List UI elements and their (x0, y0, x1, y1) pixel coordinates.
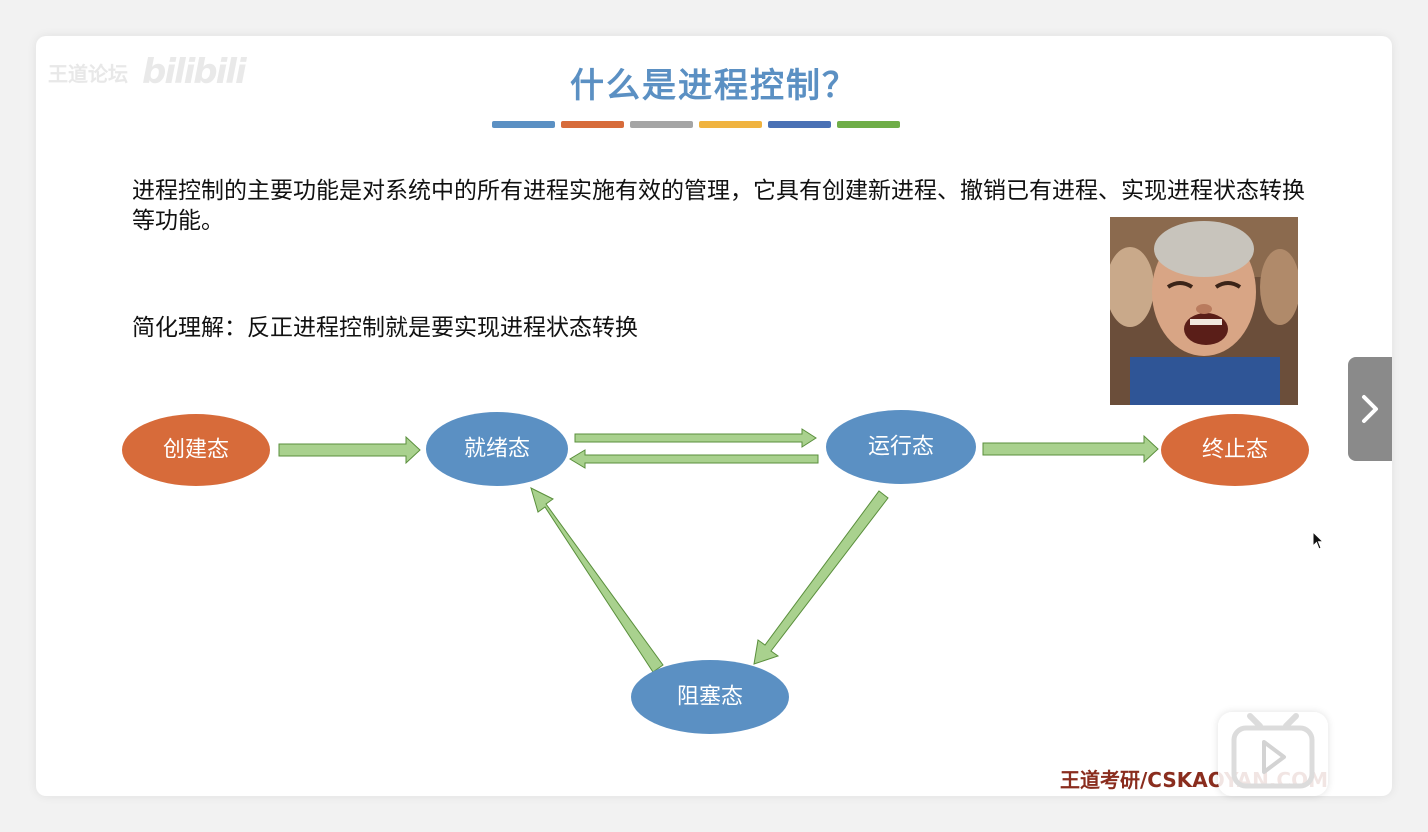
state-new-ellipse (122, 414, 270, 486)
process-state-diagram: 创建态 就绪态 运行态 终止态 阻塞态 (122, 410, 1309, 734)
slide: 王道论坛 bilibili 什么是进程控制？ 进程控制的主要功能是对系统中的所有… (36, 36, 1392, 796)
title-color-bars (492, 121, 900, 128)
slide-title: 什么是进程控制？ (570, 66, 858, 106)
arrow-running-to-ready (569, 449, 819, 469)
cursor-arrow-icon (1312, 531, 1325, 550)
color-bar-2 (561, 121, 624, 128)
arrow-running-to-blocked (753, 490, 889, 665)
watermark-text: 王道论坛 (48, 61, 128, 86)
state-terminated-label: 终止态 (1202, 438, 1268, 463)
arrow-ready-to-running (574, 428, 817, 448)
color-bar-5 (768, 121, 831, 128)
color-bar-4 (699, 121, 762, 128)
state-running-label: 运行态 (868, 435, 934, 460)
meme-image (1110, 217, 1298, 405)
arrow-new-to-ready (278, 435, 421, 465)
color-bar-1 (492, 121, 555, 128)
state-ready-ellipse (426, 412, 568, 486)
state-ready-label: 就绪态 (464, 437, 530, 462)
color-bar-3 (630, 121, 693, 128)
chevron-right-icon (1362, 395, 1378, 423)
simplified-explanation: 简化理解：反正进程控制就是要实现进程状态转换 (132, 315, 638, 341)
next-slide-button[interactable] (1348, 357, 1392, 461)
color-bar-6 (837, 121, 900, 128)
bilibili-logo: bilibili (142, 52, 247, 92)
arrow-blocked-to-ready (530, 487, 664, 673)
watermark: 王道论坛 bilibili (48, 52, 247, 92)
state-blocked-ellipse (631, 660, 789, 734)
state-new-label: 创建态 (163, 438, 229, 463)
state-terminated-ellipse (1161, 414, 1309, 486)
play-icon (1231, 713, 1315, 789)
state-blocked-label: 阻塞态 (677, 685, 743, 710)
arrow-running-to-terminated (982, 434, 1159, 464)
definition-paragraph: 进程控制的主要功能是对系统中的所有进程实施有效的管理，它具有创建新进程、撤销已有… (132, 178, 1305, 234)
state-running-ellipse (826, 410, 976, 484)
play-button[interactable] (1218, 712, 1328, 796)
